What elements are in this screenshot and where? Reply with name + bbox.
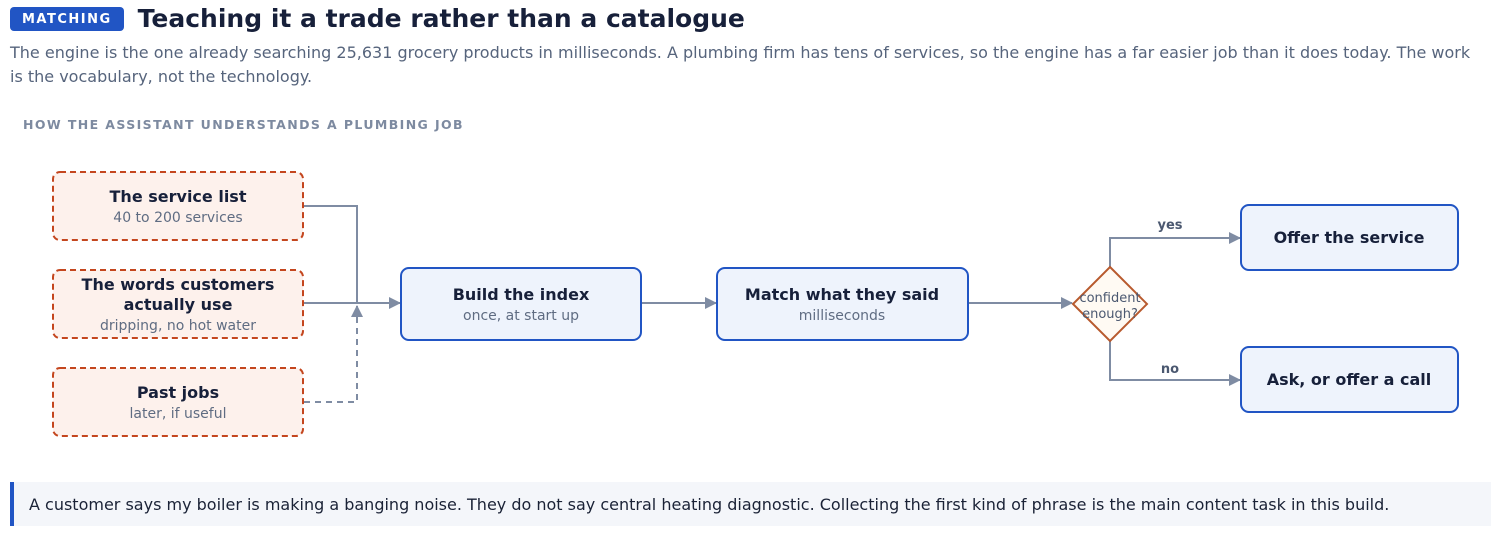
flow-diagram: The service list 40 to 200 services The …	[52, 171, 1459, 437]
outcome-offer-service-label: Offer the service	[1274, 228, 1425, 247]
outcome-ask-or-call: Ask, or offer a call	[1240, 346, 1459, 413]
input-customer-words-subtitle: dripping, no hot water	[100, 318, 256, 334]
header: MATCHING Teaching it a trade rather than…	[10, 4, 1480, 89]
title-row: MATCHING Teaching it a trade rather than…	[10, 4, 1480, 33]
connector-yes	[1109, 232, 1241, 267]
input-service-list-subtitle: 40 to 200 services	[113, 210, 242, 226]
edge-label-no: no	[1161, 362, 1179, 377]
connectors	[304, 205, 1241, 403]
page-description: The engine is the one already searching …	[10, 43, 1471, 86]
section-badge: MATCHING	[10, 6, 124, 31]
match-subtitle: milliseconds	[799, 308, 885, 324]
connector-service-list	[304, 205, 358, 303]
decision-confident: confident enough?	[1071, 265, 1149, 343]
connector-past-jobs	[304, 305, 363, 403]
diagram-section-label: HOW THE ASSISTANT UNDERSTANDS A PLUMBING…	[23, 117, 464, 132]
input-customer-words: The words customers actually use drippin…	[52, 269, 304, 339]
decision-line1: confident	[1079, 291, 1140, 306]
page-title: Teaching it a trade rather than a catalo…	[137, 4, 745, 33]
edge-label-yes: yes	[1157, 218, 1182, 233]
input-past-jobs-subtitle: later, if useful	[130, 406, 227, 422]
process-match: Match what they said milliseconds	[716, 267, 969, 341]
process-build-index: Build the index once, at start up	[400, 267, 642, 341]
input-service-list: The service list 40 to 200 services	[52, 171, 304, 241]
input-past-jobs: Past jobs later, if useful	[52, 367, 304, 437]
build-index-subtitle: once, at start up	[463, 308, 579, 324]
outcome-offer-service: Offer the service	[1240, 204, 1459, 271]
decision-line2: enough?	[1082, 307, 1138, 322]
build-index-title: Build the index	[453, 285, 590, 304]
callout-text: A customer says my boiler is making a ba…	[29, 494, 1390, 514]
input-customer-words-title-line1: The words customers	[82, 275, 275, 294]
match-title: Match what they said	[745, 285, 939, 304]
callout-note: A customer says my boiler is making a ba…	[10, 482, 1491, 526]
input-past-jobs-title: Past jobs	[137, 383, 219, 402]
input-customer-words-title-line2: actually use	[124, 295, 233, 314]
outcome-ask-or-call-label: Ask, or offer a call	[1267, 370, 1432, 389]
input-service-list-title: The service list	[110, 187, 247, 206]
connector-no	[1109, 341, 1241, 386]
